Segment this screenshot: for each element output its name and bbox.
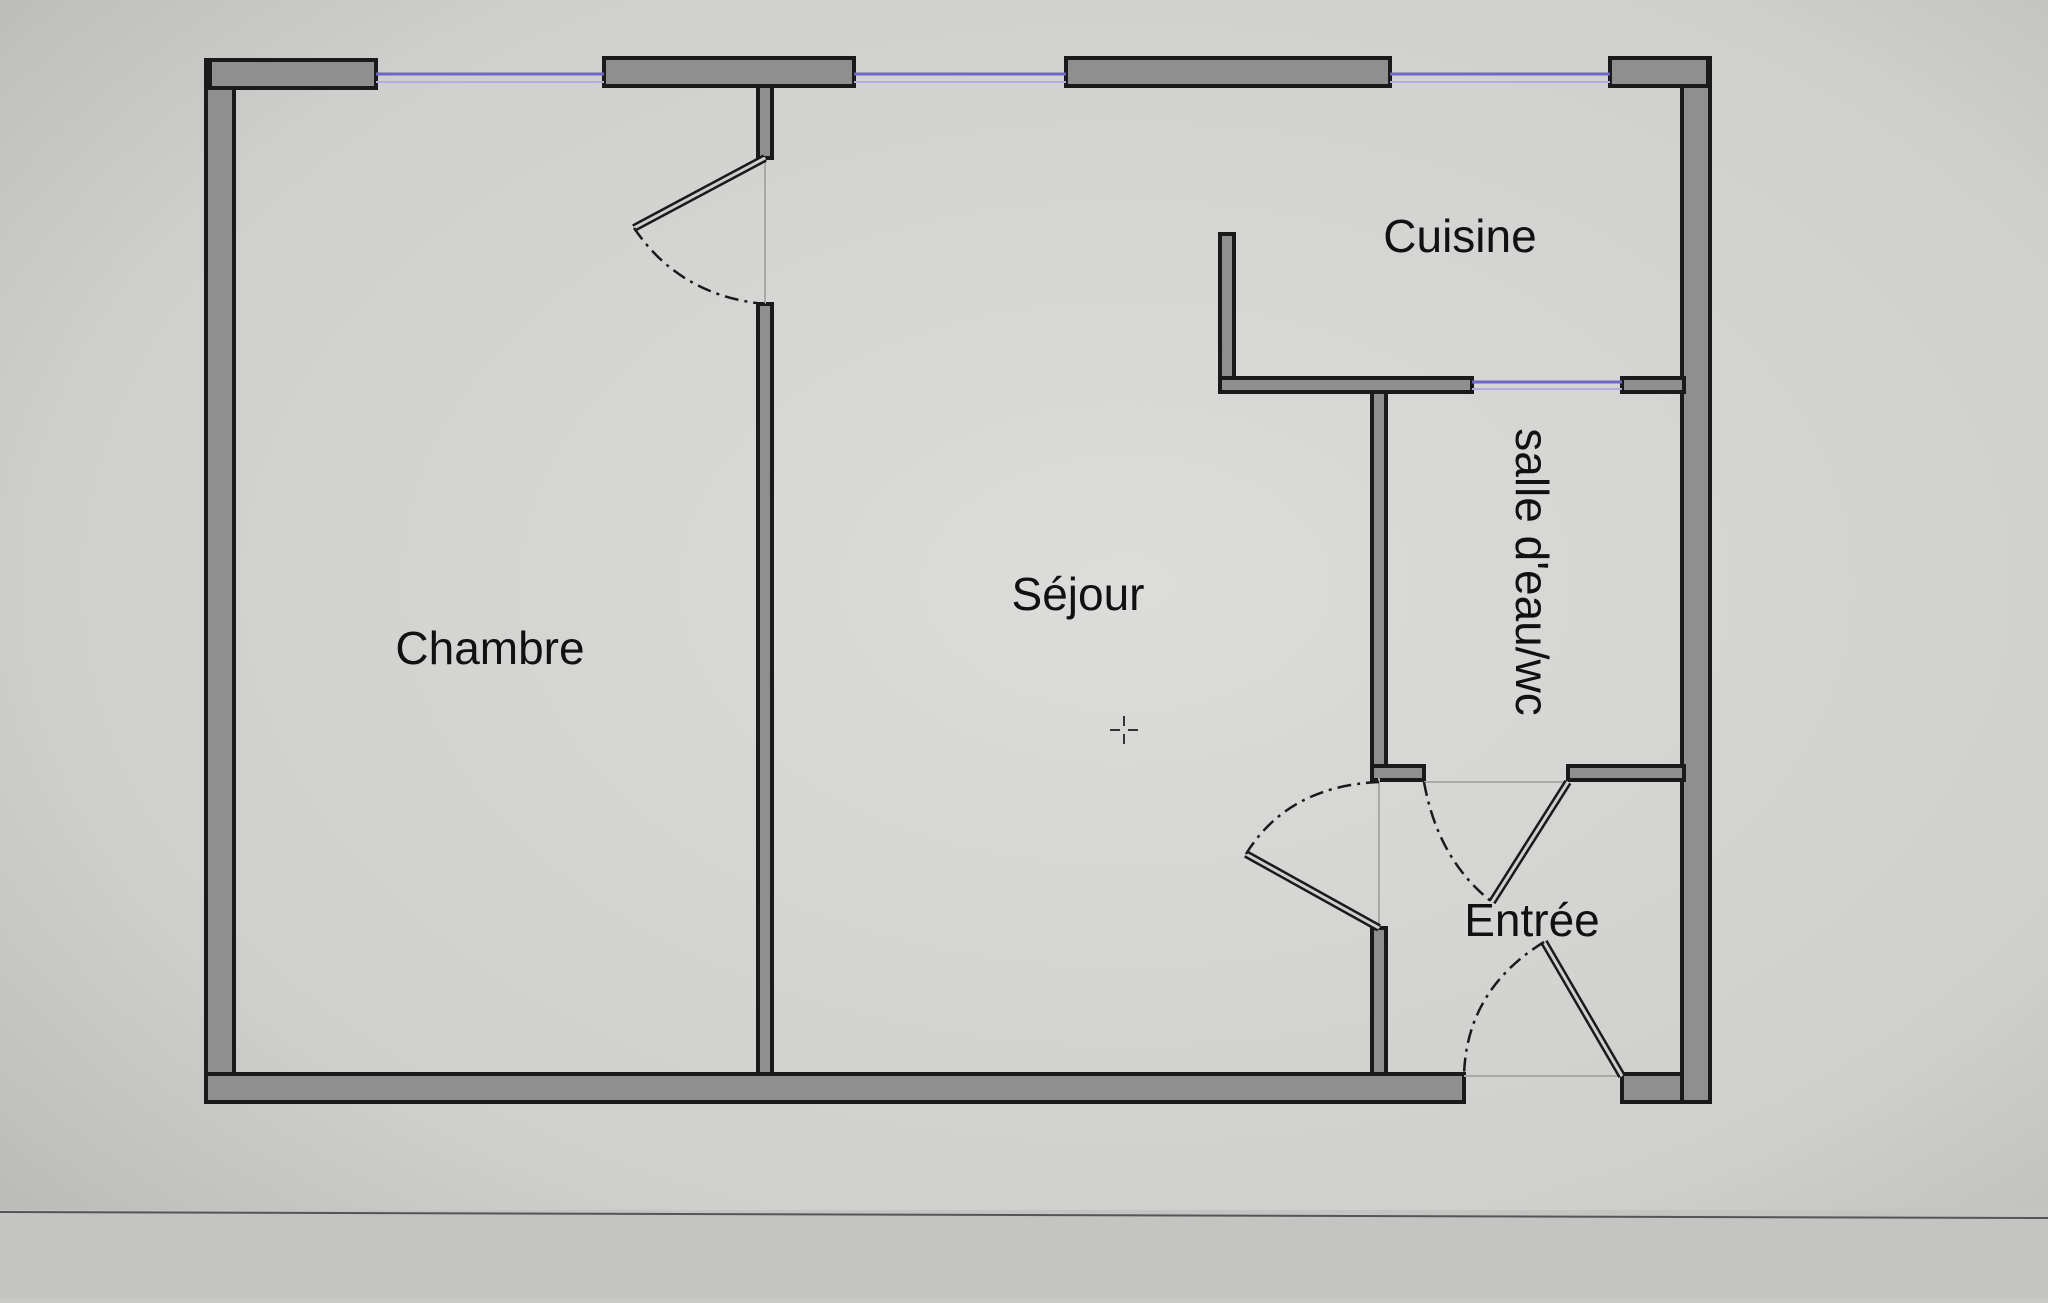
room-label-chambre: Chambre <box>395 622 584 674</box>
wall-partition-top <box>756 84 774 160</box>
wall-cuisine-horizontal <box>1218 376 1474 394</box>
wall-bottom-outer <box>204 1072 1466 1104</box>
wall-entree-left <box>1370 926 1388 1076</box>
door-entrance <box>1462 939 1626 1079</box>
doors <box>632 154 1626 1079</box>
wall-salle-eau-bottom-left <box>1370 764 1426 782</box>
room-label-salle-eau: salle d'eau/wc <box>1506 428 1558 716</box>
wall-right-outer <box>1680 56 1712 1104</box>
room-label-entree: Entrée <box>1464 894 1600 946</box>
door-openings <box>764 158 1622 1077</box>
door-chambre <box>632 154 767 306</box>
wall-top-seg-3 <box>1064 56 1392 88</box>
wall-top-seg-1 <box>208 58 378 90</box>
walls <box>204 56 1712 1104</box>
monitor-edge-line <box>0 1211 2048 1219</box>
monitor-bottom-band <box>0 1210 2048 1298</box>
wall-top-seg-2 <box>602 56 856 88</box>
crosshair-cursor-icon <box>1110 716 1138 744</box>
wall-partition-chambre-sejour <box>756 302 774 1076</box>
room-label-cuisine: Cuisine <box>1383 210 1536 262</box>
wall-top-seg-4 <box>1608 56 1710 88</box>
room-labels: Chambre Séjour Cuisine salle d'eau/wc En… <box>395 210 1599 946</box>
door-salle-eau <box>1422 779 1572 905</box>
wall-salle-eau-bottom-right <box>1566 764 1686 782</box>
wall-salle-eau-left <box>1370 390 1388 780</box>
room-label-sejour: Séjour <box>1012 568 1145 620</box>
wall-left-outer <box>204 58 236 1102</box>
door-sejour <box>1244 780 1381 932</box>
wall-cuisine-horizontal-right <box>1620 376 1686 394</box>
windows <box>376 72 1622 390</box>
wall-cuisine-vertical <box>1218 232 1236 394</box>
